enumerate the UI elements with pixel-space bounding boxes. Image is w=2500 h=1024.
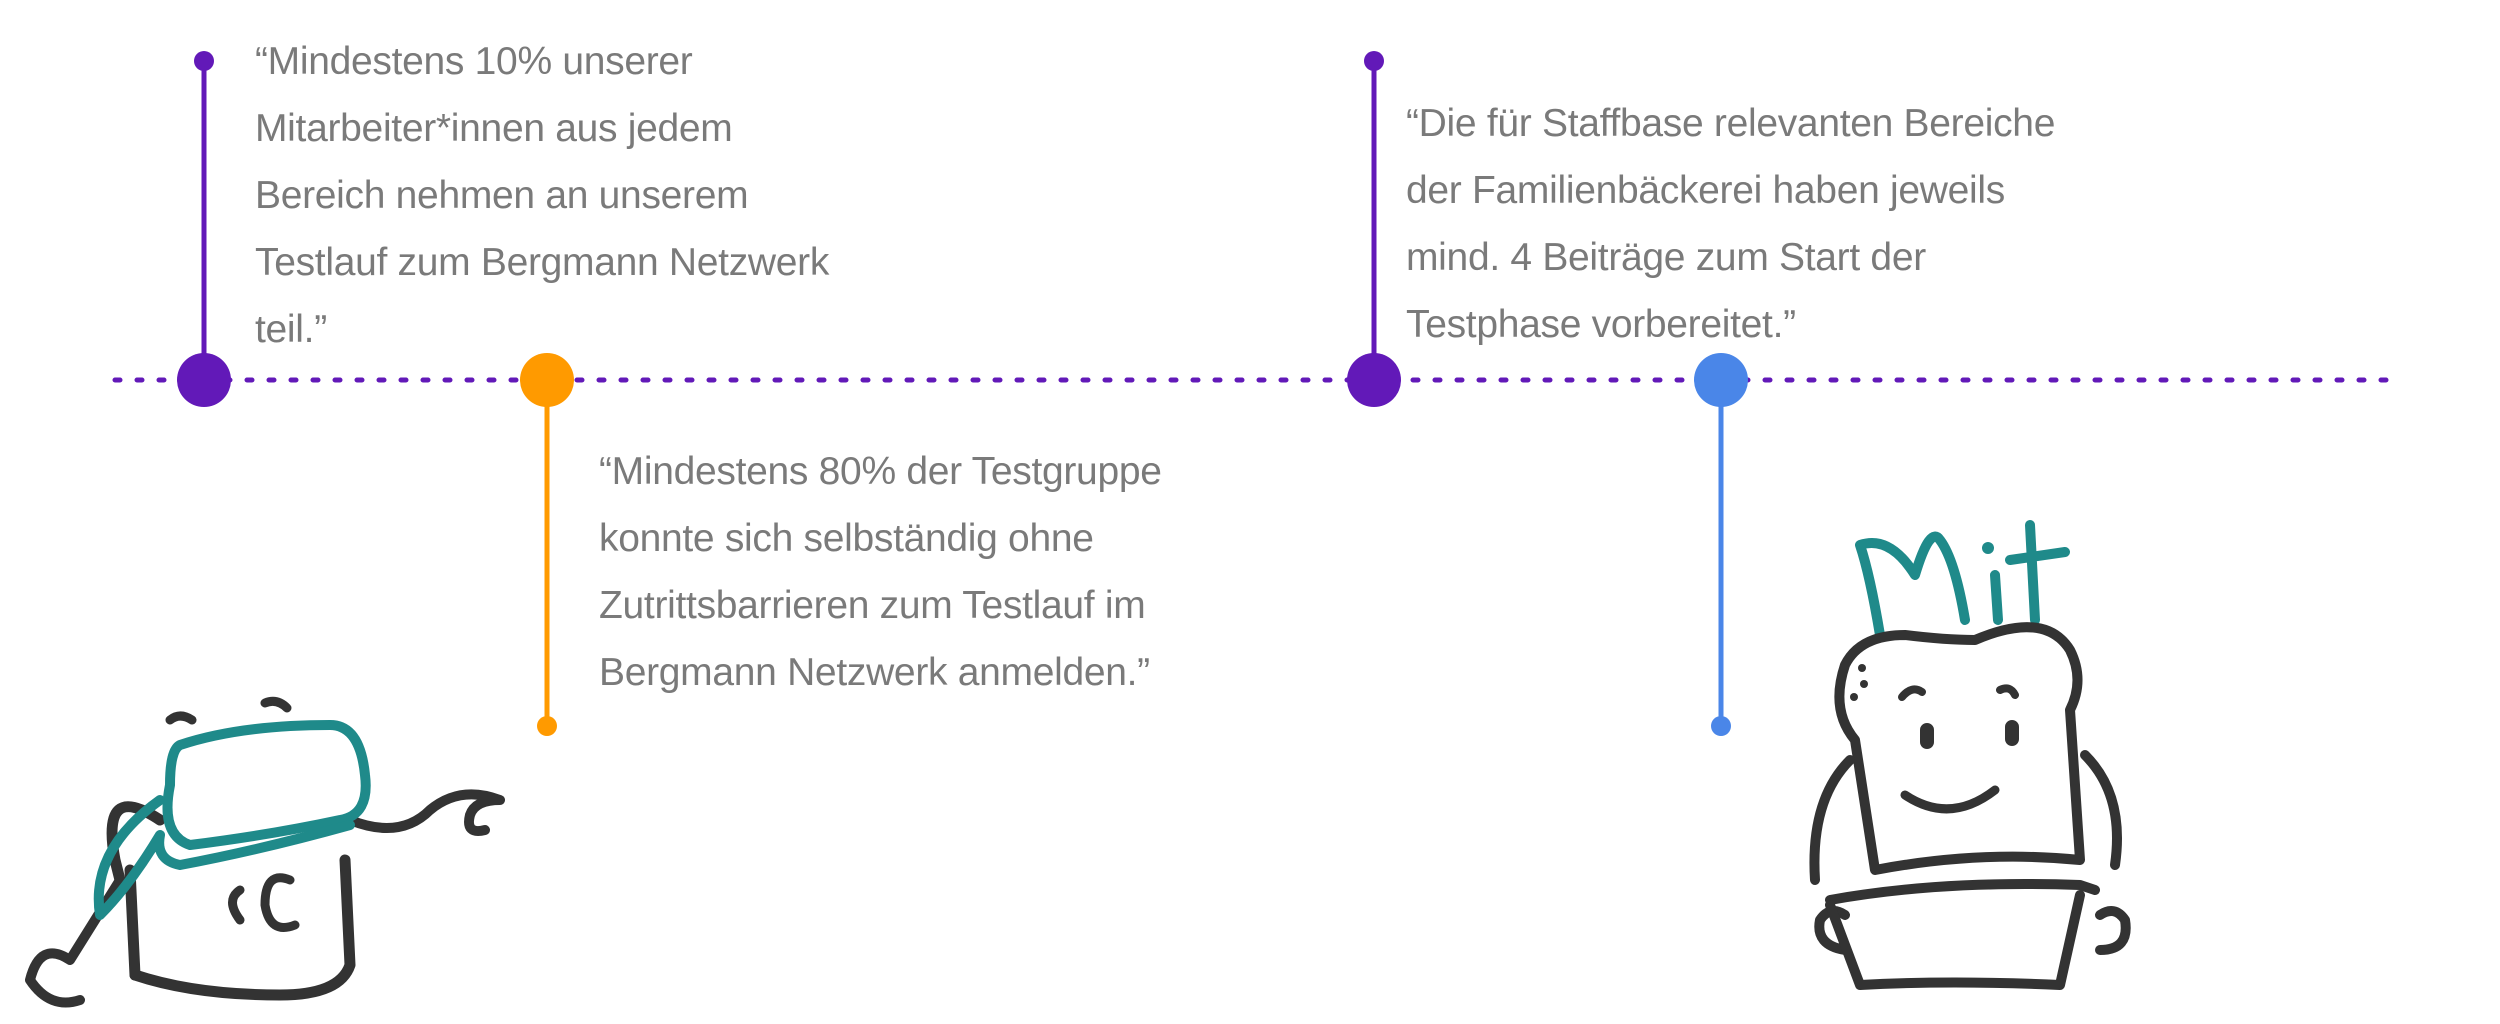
milestone-3-quote: “Die für Staffbase relevanten Bereiche d… <box>1406 90 2055 358</box>
quote-line: teil.” <box>255 308 327 351</box>
quote-line: “Mindestens 10% unserer <box>255 40 693 83</box>
quote-line: Mitarbeiter*innen aus jedem <box>255 107 733 150</box>
quote-line: “Mindestens 80% der Testgruppe <box>599 450 1162 493</box>
milestone-3-marker <box>1347 51 1401 407</box>
quote-line: Bergmann Netzwerk anmelden.” <box>599 651 1150 694</box>
quote-line: Zutrittsbarrieren zum Testlauf im <box>599 584 1146 627</box>
milestone-1-quote: “Mindestens 10% unserer Mitarbeiter*inne… <box>255 28 829 363</box>
goggles-mascot-illustration <box>25 696 505 1008</box>
milestone-1-marker <box>177 51 231 407</box>
milestone-2-marker <box>520 353 574 736</box>
quote-line: konnte sich selbständig ohne <box>599 517 1094 560</box>
quote-line: “Die für Staffbase relevanten Bereiche <box>1406 102 2056 145</box>
quote-line: der Familienbäckerei haben jeweils <box>1406 169 2005 212</box>
quote-line: Testlauf zum Bergmann Netzwerk <box>255 241 830 284</box>
milestone-4-marker <box>1694 353 1748 736</box>
quote-line: mind. 4 Beiträge zum Start der <box>1406 236 1926 279</box>
bread-mascot-illustration <box>1809 520 2131 990</box>
quote-line: Testphase vorbereitet.” <box>1406 303 1796 346</box>
quote-line: Bereich nehmen an unserem <box>255 174 749 217</box>
milestone-2-quote: “Mindestens 80% der Testgruppe konnte si… <box>599 438 1162 706</box>
